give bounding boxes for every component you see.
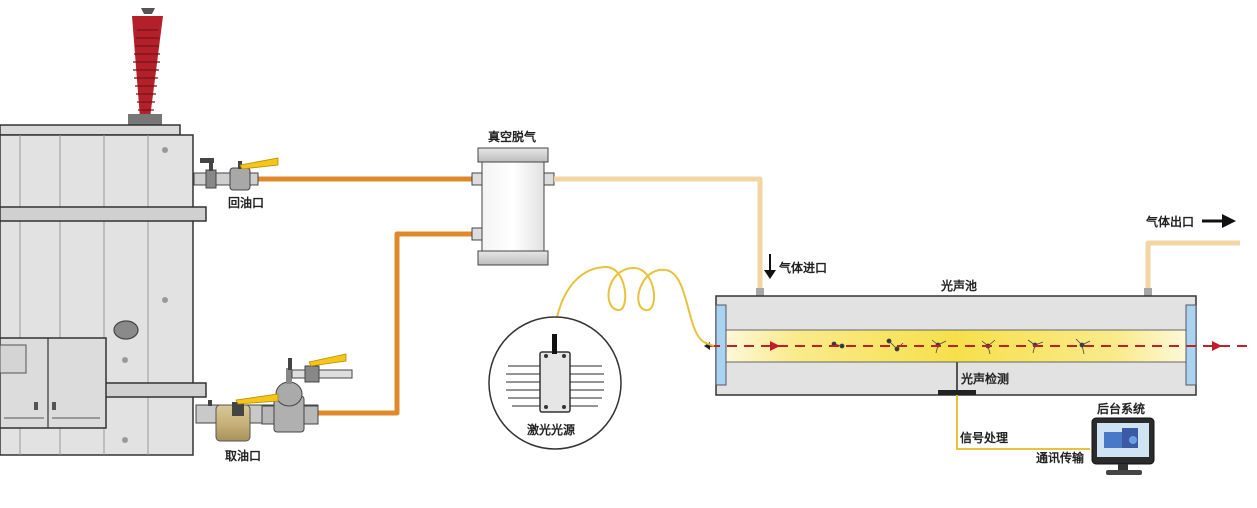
signal-processing-label: 信号处理	[960, 430, 1008, 445]
laser-source	[488, 316, 622, 450]
right-arrow-icon	[1202, 214, 1236, 228]
photoacoustic-cell-label: 光声池	[940, 278, 977, 293]
bushing-icon	[128, 8, 163, 126]
gas-inlet-pipe	[554, 176, 763, 292]
photoacoustic-detector	[938, 362, 976, 395]
sample-oil-port-label: 取油口	[225, 448, 261, 463]
backend-system-label: 后台系统	[1097, 401, 1145, 416]
gauge-icon	[113, 320, 139, 340]
gas-outlet-label: 气体出口	[1145, 214, 1194, 229]
monitor-icon	[1091, 417, 1155, 475]
vacuum-degas-label: 真空脱气	[488, 129, 536, 144]
return-oil-port-label: 回油口	[228, 195, 264, 210]
communication-label: 通讯传输	[1036, 450, 1085, 465]
sample-oil-pipe	[318, 231, 476, 416]
oil-pipes	[258, 176, 476, 416]
sample-oil-valve-icon	[195, 353, 353, 442]
vacuum-degas-unit	[471, 147, 555, 266]
return-oil-valve-icon	[193, 157, 279, 191]
transformer	[0, 8, 207, 456]
signal-line	[956, 395, 1090, 450]
down-arrow-icon	[764, 254, 776, 279]
laser-source-label: 激光光源	[527, 422, 575, 437]
laser-beam	[704, 341, 1252, 351]
gas-pipes	[554, 176, 1240, 292]
photoacoustic-detect-label: 光声检测	[960, 371, 1009, 386]
gas-inlet-label: 气体进口	[778, 260, 827, 275]
optical-fiber	[552, 265, 715, 356]
gas-outlet-pipe	[1145, 240, 1240, 292]
